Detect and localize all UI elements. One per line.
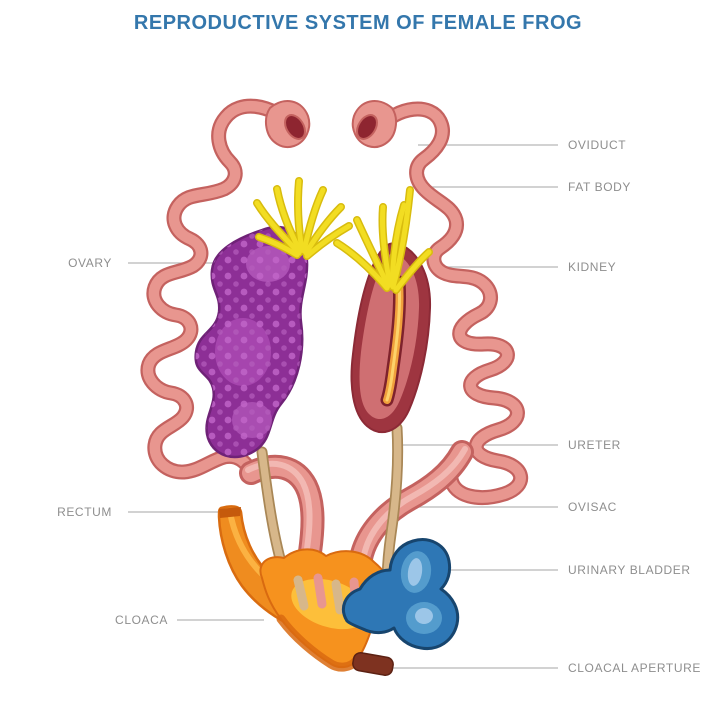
funnel-left: [265, 100, 311, 148]
labels: OVIDUCT FAT BODY KIDNEY URETER OVISAC UR…: [57, 138, 701, 675]
cloaca-shape: [259, 548, 395, 672]
label-kidney: KIDNEY: [568, 260, 616, 274]
ovary-shape: [194, 225, 309, 459]
cloacal-aperture-shape: [352, 652, 394, 676]
funnel-left-opening: [284, 114, 306, 140]
tube-tip-ureter: [331, 579, 345, 615]
label-ovisac: OVISAC: [568, 500, 617, 514]
label-oviduct: OVIDUCT: [568, 138, 626, 152]
label-ovary: OVARY: [68, 256, 112, 270]
leader-lines: [128, 144, 558, 669]
ovary-texture: [195, 226, 308, 457]
label-urinary-bladder: URINARY BLADDER: [568, 563, 691, 577]
page-title: REPRODUCTIVE SYSTEM OF FEMALE FROG: [134, 12, 582, 34]
rectum-end-cap: [219, 507, 241, 518]
label-fat-body: FAT BODY: [568, 180, 631, 194]
label-cloaca: CLOACA: [115, 613, 168, 627]
bladder-shine: [407, 558, 423, 586]
tube-tip-ovisac: [313, 573, 327, 609]
label-cloacal-aperture: CLOACAL APERTURE: [568, 661, 701, 675]
funnel-right-opening: [356, 114, 378, 140]
cloaca-shade: [276, 614, 361, 672]
funnel-right: [351, 100, 397, 148]
urinary-bladder-shape: [342, 538, 460, 651]
bladder-shine: [415, 608, 433, 624]
tube-tip-ureter: [293, 575, 309, 611]
label-rectum: RECTUM: [57, 505, 112, 519]
label-ureter: URETER: [568, 438, 621, 452]
